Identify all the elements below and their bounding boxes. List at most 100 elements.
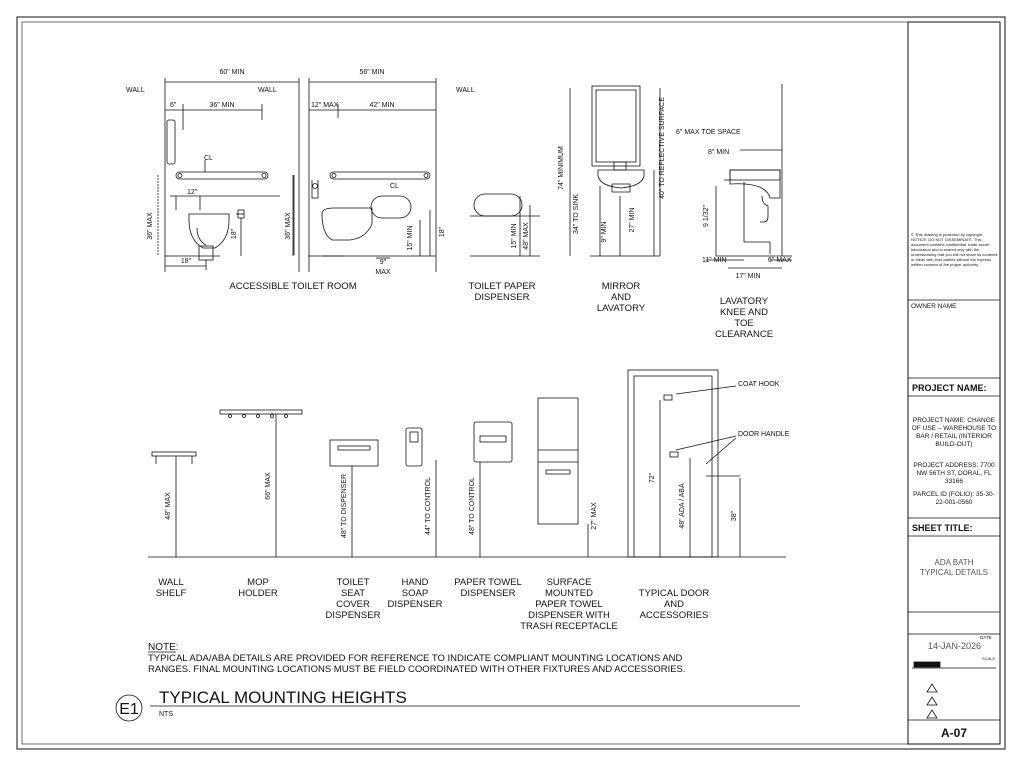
- sheet-title-line2: TYPICAL DETAILS: [919, 568, 989, 577]
- project-name: PROJECT NAME: CHANGE OF USE – WAREHOUSE …: [911, 417, 997, 448]
- scale-label: SCALE: [982, 656, 996, 661]
- wall-shelf-detail: [151, 451, 197, 557]
- label-coat-hook: COAT HOOK: [738, 381, 780, 388]
- dim-6-max: 6" MAX: [768, 257, 792, 264]
- dim-toe-space: 6" MAX TOE SPACE: [676, 129, 741, 136]
- dim-36-max: 36" MAX: [147, 212, 154, 240]
- dim-66-max: 66" MAX: [265, 472, 272, 500]
- dim-48-max-shelf: 48" MAX: [165, 492, 172, 520]
- dim-44-to-control: 44" TO CONTROL: [425, 477, 432, 535]
- label-tp-line2: DISPENSER: [475, 292, 530, 303]
- dim-74-minimum: 74" MINIMUM: [558, 146, 565, 190]
- sheet-title-line1: ADA BATH: [934, 558, 974, 567]
- dim-27-max: 27" MAX: [591, 502, 598, 530]
- note-line-2: RANGES. FINAL MOUNTING LOCATIONS MUST BE…: [148, 664, 686, 675]
- toilet-seat-cover-detail: [329, 439, 379, 557]
- toilet-room-side-view: [157, 78, 300, 272]
- label-knee-line4: CLEARANCE: [715, 329, 773, 340]
- dim-56-min: 56" MIN: [359, 69, 384, 76]
- label-surf-4: DISPENSER WITH: [528, 610, 610, 621]
- toilet-room-back-view: [293, 78, 437, 272]
- dim-34-to-sink: 34" TO SINK: [573, 194, 580, 234]
- mop-holder-detail: [219, 409, 303, 557]
- sheet-title-label: SHEET TITLE:: [912, 523, 973, 533]
- label-tp-line1: TOILET PAPER: [468, 281, 535, 292]
- dim-9: 9": [380, 259, 387, 266]
- label-surf-2: MOUNTED: [545, 588, 593, 599]
- revision-icon: [926, 709, 938, 719]
- knee-toe-clearance-detail: [706, 84, 792, 269]
- dim-6: 6": [170, 102, 177, 109]
- dim-17-min: 17" MIN: [735, 273, 760, 280]
- mirror-lavatory-detail: [569, 85, 661, 257]
- label-knee-line2: KNEE AND: [720, 307, 768, 318]
- wall-label: WALL: [126, 87, 145, 94]
- dim-18: 18": [439, 226, 446, 237]
- dim-48-max-tp: 48" MAX: [523, 222, 530, 250]
- scale-bar: [913, 661, 941, 668]
- dim-40-reflective: 40" TO REFLECTIVE SURFACE: [659, 97, 666, 199]
- dim-9-min: 9" MIN: [601, 221, 608, 242]
- label-surf-5: TRASH RECEPTACLE: [520, 621, 617, 632]
- label-toilet-room: ACCESSIBLE TOILET ROOM: [229, 281, 356, 292]
- label-seat-4: DISPENSER: [326, 610, 381, 621]
- label-mirror-line1: MIRROR: [602, 281, 641, 292]
- revision-icon: [926, 696, 938, 706]
- label-seat-3: COVER: [336, 599, 370, 610]
- dim-12: 12": [187, 189, 198, 196]
- label-seat-2: SEAT: [341, 588, 365, 599]
- note-line-1: TYPICAL ADA/ABA DETAILS ARE PROVIDED FOR…: [148, 653, 683, 664]
- label-knee-line3: TOE: [734, 318, 753, 329]
- dim-18-floor: 18": [181, 258, 192, 265]
- label-door-handle: DOOR HANDLE: [738, 431, 790, 438]
- label-mirror-line2: AND: [611, 292, 631, 303]
- dim-48-to-control: 48" TO CONTROL: [469, 477, 476, 535]
- dim-36-max: 36" MAX: [285, 212, 292, 240]
- date-value: 14-JAN-2026: [928, 641, 982, 651]
- label-seat-1: TOILET: [336, 577, 369, 588]
- date-label: DATE: [980, 635, 992, 640]
- dim-15-min-tp: 15" MIN: [511, 223, 518, 248]
- dim-36-min: 36" MIN: [209, 102, 234, 109]
- dim-18: 18": [231, 228, 238, 239]
- dim-27-min: 27" MIN: [629, 207, 636, 232]
- detail-tag: E1: [119, 701, 139, 718]
- hand-soap-detail: [405, 427, 437, 557]
- dim-12-max: 12" MAX: [311, 102, 339, 109]
- dim-38: 38": [731, 510, 738, 521]
- copyright-notice: © This drawing is protected by copyright…: [911, 232, 998, 267]
- label-towel-2: DISPENSER: [461, 588, 516, 599]
- dim-9-1-32: 9 1/32": [703, 205, 710, 227]
- label-mop-1: MOP: [247, 577, 269, 588]
- door-accessories-detail: [627, 369, 741, 558]
- centerline-label: CL: [390, 183, 399, 190]
- parcel-id: PARCEL ID (FOLIO): 35-30-22-001-0560: [913, 491, 995, 506]
- detail-tag-circle: [115, 694, 143, 722]
- title-block-frame: [907, 21, 1001, 745]
- project-name-label: PROJECT NAME:: [912, 383, 987, 393]
- dim-60-min: 60" MIN: [219, 69, 244, 76]
- dim-11-min: 11" MIN: [702, 257, 727, 264]
- toilet-paper-dispenser-detail: [470, 193, 540, 257]
- label-knee-line1: LAVATORY: [720, 296, 769, 307]
- paper-towel-dispenser-detail: [473, 421, 513, 557]
- note-heading: NOTE:: [148, 642, 179, 653]
- label-door-2: AND: [664, 599, 684, 610]
- surface-mounted-towel-trash-detail: [537, 397, 589, 557]
- sheet-border-outer: [16, 16, 1006, 750]
- dim-48-ada-aba: 48" ADA / ABA: [679, 483, 686, 529]
- wall-label: WALL: [258, 87, 277, 94]
- sheet-border-inner: [21, 21, 1001, 745]
- label-towel-1: PAPER TOWEL: [454, 577, 522, 588]
- label-soap-1: HAND: [402, 577, 429, 588]
- project-address: PROJECT ADDRESS: 7700 NW 56TH ST, DORAL,…: [913, 462, 995, 485]
- dim-8-min: 8" MIN: [708, 149, 729, 156]
- dim-72: 72": [649, 472, 656, 483]
- label-door-3: ACCESSORIES: [640, 610, 709, 621]
- dim-48-to-dispenser: 48" TO DISPENSER: [341, 474, 348, 538]
- dim-15-min: 15" MIN: [407, 225, 414, 250]
- label-soap-2: SOAP: [402, 588, 428, 599]
- label-soap-3: DISPENSER: [388, 599, 443, 610]
- label-surf-3: PAPER TOWEL: [535, 599, 603, 610]
- wall-label: WALL: [456, 87, 475, 94]
